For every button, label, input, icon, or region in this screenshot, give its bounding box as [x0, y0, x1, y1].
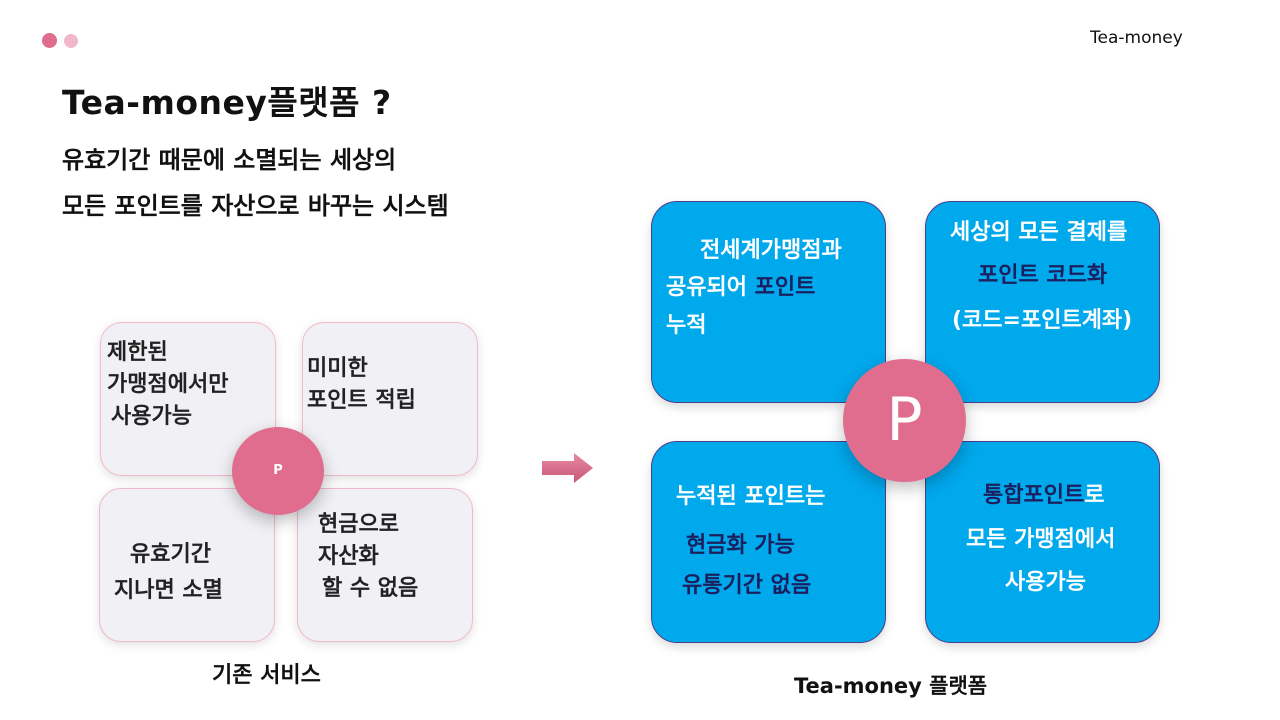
box-line: 유통기간 없음	[682, 573, 812, 598]
box-line-part: 로	[1084, 483, 1105, 508]
platform-box-integrated-points: 통합포인트로 모든 가맹점에서 사용가능	[925, 441, 1160, 643]
box-line: 모든 가맹점에서	[966, 527, 1116, 552]
box-line: 사용가능	[1005, 570, 1086, 595]
platform-box-shared-accumulation: 전세계가맹점과 공유되어 포인트 누적	[651, 201, 886, 403]
box-line: 누적된 포인트는	[676, 484, 826, 509]
box-line: 자산화	[318, 543, 379, 569]
box-line: 세상의 모든 결제를	[950, 220, 1128, 245]
box-line: 유효기간	[130, 542, 211, 567]
decor-dot-light	[64, 34, 78, 48]
box-line: 가맹점에서만	[107, 371, 229, 397]
box-line-highlight: 포인트	[754, 275, 816, 300]
box-line: (코드=포인트계좌)	[952, 308, 1133, 333]
box-line: 현금화 가능	[686, 533, 795, 558]
existing-box-small-points: 미미한 포인트 적립	[302, 322, 478, 476]
arrow-right-icon	[542, 453, 593, 483]
box-line: 지나면 소멸	[114, 578, 223, 604]
box-line: 할 수 없음	[322, 575, 419, 601]
platform-box-cashable: 누적된 포인트는 현금화 가능 유통기간 없음	[651, 441, 886, 643]
box-line: 제한된	[107, 340, 168, 365]
caption-tea-money-platform: Tea-money 플랫폼	[794, 674, 988, 698]
point-circle-large: P	[843, 359, 966, 482]
box-line-highlight: 포인트	[978, 263, 1047, 288]
box-line-highlight: 코드화	[1046, 263, 1108, 288]
box-line: 사용가능	[111, 403, 192, 429]
box-line: 누적	[666, 313, 707, 338]
box-line-part: 공유되어	[666, 275, 755, 300]
box-line: 현금으로	[318, 512, 399, 537]
point-circle-small: P	[232, 427, 324, 515]
existing-box-expiry: 유효기간 지나면 소멸	[99, 488, 275, 642]
box-line-highlight: 통합포인트	[983, 483, 1085, 508]
platform-box-point-code: 세상의 모든 결제를 포인트 코드화 (코드=포인트계좌)	[925, 201, 1160, 403]
decor-dot-dark	[42, 33, 57, 48]
box-line: 미미한	[307, 356, 368, 381]
brand-label: Tea-money	[1090, 28, 1183, 48]
box-line: 전세계가맹점과	[700, 238, 842, 263]
page-title: Tea-money플랫폼 ?	[62, 83, 392, 122]
existing-box-no-cash: 현금으로 자산화 할 수 없음	[297, 488, 473, 642]
caption-existing-service: 기존 서비스	[212, 663, 321, 688]
subtitle-line-2: 모든 포인트를 자산으로 바꾸는 시스템	[62, 192, 449, 220]
existing-box-limited-merchants: 제한된 가맹점에서만 사용가능	[100, 322, 276, 476]
box-line: 포인트 적립	[307, 387, 416, 413]
subtitle-line-1: 유효기간 때문에 소멸되는 세상의	[62, 146, 397, 174]
